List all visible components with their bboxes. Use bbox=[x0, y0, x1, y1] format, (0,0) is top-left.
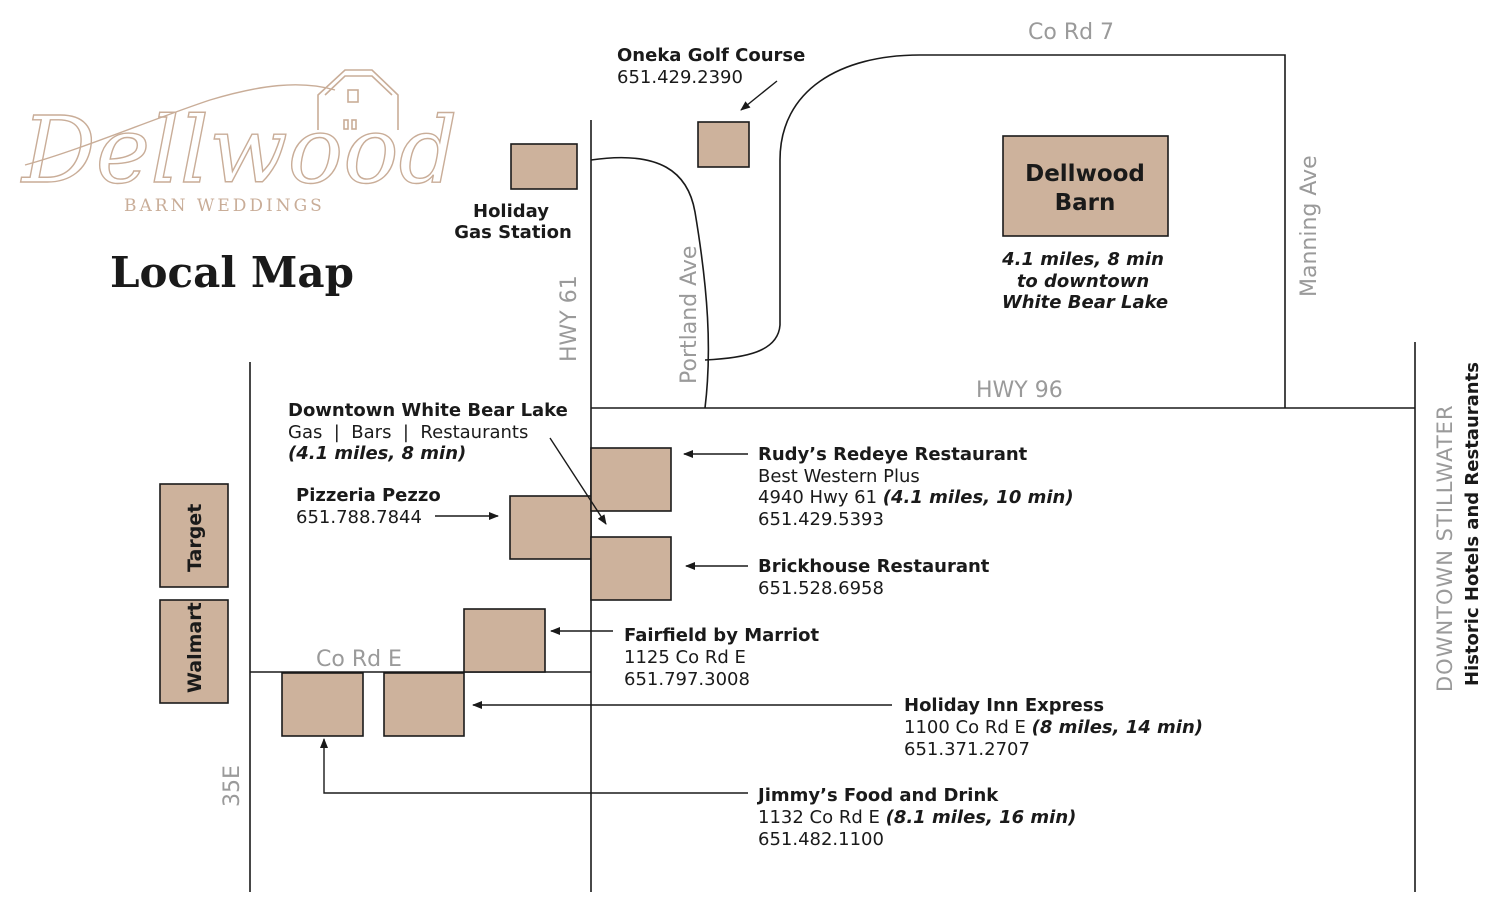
fairfield-name: Fairfield by Marriot bbox=[624, 625, 820, 646]
holiday-inn-address-line: 1100 Co Rd E (8 miles, 14 min) bbox=[904, 717, 1203, 738]
hwy-96-label: HWY 96 bbox=[976, 378, 1063, 403]
arrow-jimmys bbox=[320, 738, 748, 794]
jimmys-distance: (8.1 miles, 16 min) bbox=[886, 807, 1077, 828]
jimmys-building bbox=[281, 672, 364, 737]
target-building bbox=[159, 483, 229, 588]
jimmys-name: Jimmy’s Food and Drink bbox=[756, 785, 999, 806]
brickhouse-building bbox=[590, 536, 672, 601]
roads bbox=[249, 54, 1416, 892]
fairfield-phone: 651.797.3008 bbox=[624, 669, 750, 690]
holiday-inn-address: 1100 Co Rd E bbox=[904, 717, 1032, 738]
stillwater-sub-label: Historic Hotels and Restaurants bbox=[1462, 362, 1483, 686]
holiday-inn-name: Holiday Inn Express bbox=[904, 695, 1104, 716]
downtown-wbl-name: Downtown White Bear Lake bbox=[288, 400, 568, 421]
oneka-building bbox=[697, 121, 750, 168]
stillwater-label: DOWNTOWN STILLWATER bbox=[1433, 404, 1457, 692]
oneka-name: Oneka Golf Course bbox=[617, 45, 805, 66]
barn-note-1: 4.1 miles, 8 min bbox=[1001, 249, 1164, 270]
pizzeria-name: Pizzeria Pezzo bbox=[296, 485, 441, 506]
walmart-building bbox=[159, 599, 229, 704]
brickhouse-name: Brickhouse Restaurant bbox=[758, 556, 990, 577]
rudys-address: 4940 Hwy 61 bbox=[758, 487, 883, 508]
map-title: Local Map bbox=[110, 248, 354, 297]
downtown-wbl-desc: Gas | Bars | Restaurants bbox=[288, 422, 528, 443]
barn-logo-icon bbox=[317, 69, 399, 130]
manning-ave-label: Manning Ave bbox=[1297, 155, 1322, 297]
rudys-building bbox=[590, 447, 672, 512]
co-rd-7-label: Co Rd 7 bbox=[1028, 20, 1114, 45]
i35e-label: 35E bbox=[220, 765, 245, 807]
portland-ave-road bbox=[590, 156, 710, 409]
rudys-name: Rudy’s Redeye Restaurant bbox=[758, 444, 1028, 465]
logo-swash bbox=[24, 84, 336, 166]
jimmys-address: 1132 Co Rd E bbox=[758, 807, 886, 828]
holiday-inn-building bbox=[383, 672, 465, 737]
dellwood-barn-building bbox=[1002, 135, 1169, 237]
barn-note-3: White Bear Lake bbox=[1002, 292, 1168, 313]
holiday-inn-phone: 651.371.2707 bbox=[904, 739, 1030, 760]
barn-note-2: to downtown bbox=[1017, 271, 1149, 292]
jimmys-phone: 651.482.1100 bbox=[758, 829, 884, 850]
target-label: Target bbox=[184, 504, 206, 572]
holiday-gas-name-2: Gas Station bbox=[454, 222, 572, 243]
holiday-gas-name-1: Holiday bbox=[473, 201, 549, 222]
brickhouse-phone: 651.528.6958 bbox=[758, 578, 884, 599]
rudys-phone: 651.429.5393 bbox=[758, 509, 884, 530]
logo-subtitle: BARN WEDDINGS bbox=[124, 196, 325, 216]
fairfield-address: 1125 Co Rd E bbox=[624, 647, 746, 668]
holiday-gas-building bbox=[510, 143, 578, 190]
jimmys-address-line: 1132 Co Rd E (8.1 miles, 16 min) bbox=[758, 807, 1076, 828]
arrow-oneka bbox=[740, 80, 778, 111]
hwy-61-label: HWY 61 bbox=[557, 275, 582, 362]
rudys-address-line: 4940 Hwy 61 (4.1 miles, 10 min) bbox=[758, 487, 1074, 508]
oneka-phone: 651.429.2390 bbox=[617, 67, 743, 88]
rudys-distance: (4.1 miles, 10 min) bbox=[883, 487, 1074, 508]
co-rd-e-label: Co Rd E bbox=[316, 647, 402, 672]
barn-name-2: Barn bbox=[1055, 190, 1116, 216]
co-rd-7-road bbox=[704, 54, 1286, 408]
pizzeria-phone: 651.788.7844 bbox=[296, 507, 422, 528]
logo-script: Dellwood bbox=[20, 97, 457, 204]
downtown-wbl-distance: (4.1 miles, 8 min) bbox=[288, 443, 466, 464]
fairfield-building bbox=[463, 608, 546, 673]
pizzeria-building bbox=[509, 495, 592, 560]
portland-ave-label: Portland Ave bbox=[677, 246, 702, 384]
rudys-line2: Best Western Plus bbox=[758, 466, 920, 487]
holiday-inn-distance: (8 miles, 14 min) bbox=[1032, 717, 1203, 738]
pointer-arrows bbox=[320, 80, 892, 794]
logo: Dellwood BARN WEDDINGS bbox=[19, 69, 458, 216]
arrow-downtown-wbl bbox=[549, 437, 607, 525]
walmart-label: Walmart bbox=[184, 602, 206, 693]
barn-name-1: Dellwood bbox=[1025, 161, 1145, 187]
